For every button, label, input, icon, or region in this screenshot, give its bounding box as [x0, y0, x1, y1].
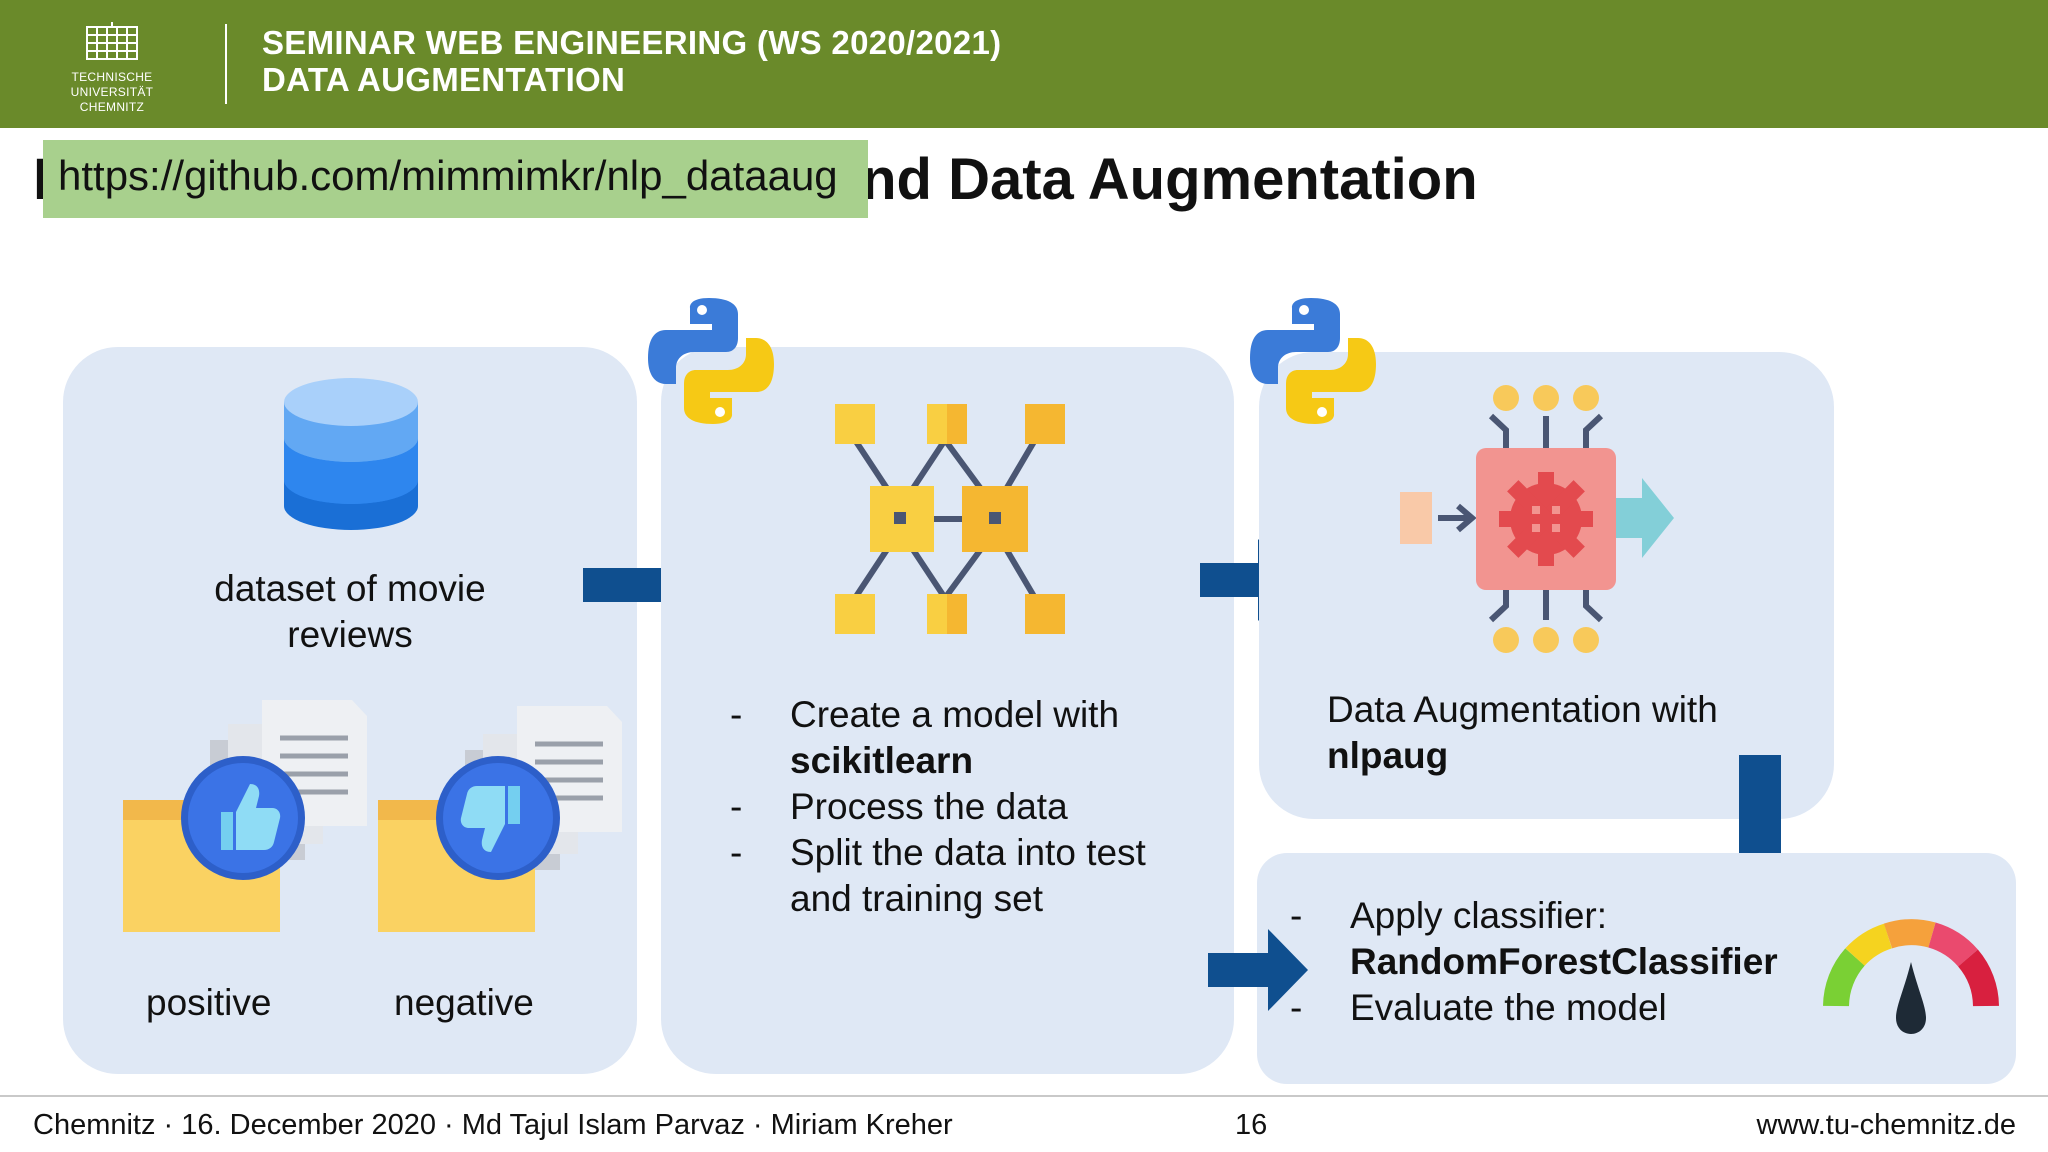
- slide-title-text: nd Data Augmentation: [861, 147, 1478, 212]
- github-url-link[interactable]: https://github.com/mimmimkr/nlp_dataaug: [58, 152, 838, 199]
- logo-text-line1: TECHNISCHE UNIVERSITÄT: [70, 70, 154, 99]
- header-title-line1: SEMINAR WEB ENGINEERING (WS 2020/2021): [262, 24, 1002, 61]
- arrow-right-icon: [1208, 929, 1308, 1011]
- classifier-item1-dash: -: [1290, 895, 1303, 936]
- model-item3: Split the data into test and training se…: [790, 830, 1146, 922]
- model-item3-dash: -: [730, 832, 743, 873]
- model-item1: Create a model with scikitlearn: [790, 692, 1119, 784]
- footer-website-link[interactable]: www.tu-chemnitz.de: [1756, 1109, 2017, 1141]
- classifier-item1: Apply classifier: RandomForestClassifier: [1350, 893, 1778, 985]
- model-item2-text: Process the data: [790, 786, 1068, 827]
- ai-chip-icon: [1400, 385, 1674, 653]
- logo-text-line2: CHEMNITZ: [79, 100, 145, 114]
- thumbs-up-folder-icon: [123, 700, 367, 932]
- model-item2-dash: -: [730, 786, 743, 827]
- database-icon: [284, 378, 418, 530]
- python-logo-icon: [648, 298, 774, 424]
- thumbs-down-folder-icon: [378, 706, 622, 932]
- augmentation-text-bold: nlpaug: [1327, 735, 1449, 776]
- augmentation-text: Data Augmentation with nlpaug: [1327, 687, 1718, 779]
- header-title-line2: DATA AUGMENTATION: [262, 61, 626, 98]
- model-item3-text-line1: Split the data into test: [790, 832, 1146, 873]
- classifier-item1-bold: RandomForestClassifier: [1350, 941, 1778, 982]
- dataset-caption: dataset of movie reviews: [140, 566, 560, 658]
- classifier-item2-text: Evaluate the model: [1350, 987, 1667, 1028]
- university-logo-icon: [86, 22, 138, 60]
- positive-label: positive: [146, 982, 272, 1023]
- augmentation-text-line1: Data Augmentation with: [1327, 689, 1718, 730]
- model-item1-dash: -: [730, 694, 743, 735]
- classifier-item2-dash: -: [1290, 987, 1303, 1028]
- university-logo: TECHNISCHE UNIVERSITÄT CHEMNITZ: [30, 22, 194, 114]
- header-divider: [225, 24, 227, 104]
- footer-divider: [0, 1095, 2048, 1097]
- slide-header: [0, 0, 2048, 128]
- model-item3-text-line2: and training set: [790, 878, 1044, 919]
- negative-label: negative: [394, 982, 534, 1023]
- url-highlight-box: [43, 140, 868, 218]
- panel-classifier: [1257, 853, 2016, 1084]
- neural-network-icon: [835, 404, 1065, 634]
- classifier-item1-text: Apply classifier:: [1350, 895, 1608, 936]
- dataset-caption-line2: reviews: [287, 614, 413, 655]
- footer-info: Chemnitz · 16. December 2020 · Md Tajul …: [33, 1109, 953, 1141]
- panel-model: [661, 347, 1234, 1074]
- dataset-caption-line1: dataset of movie: [214, 568, 486, 609]
- gauge-icon: [1823, 919, 1999, 1034]
- python-logo-icon: [1250, 298, 1376, 424]
- model-item1-bold: scikitlearn: [790, 740, 974, 781]
- model-item1-text: Create a model with: [790, 694, 1120, 735]
- page-number: 16: [1235, 1109, 1268, 1141]
